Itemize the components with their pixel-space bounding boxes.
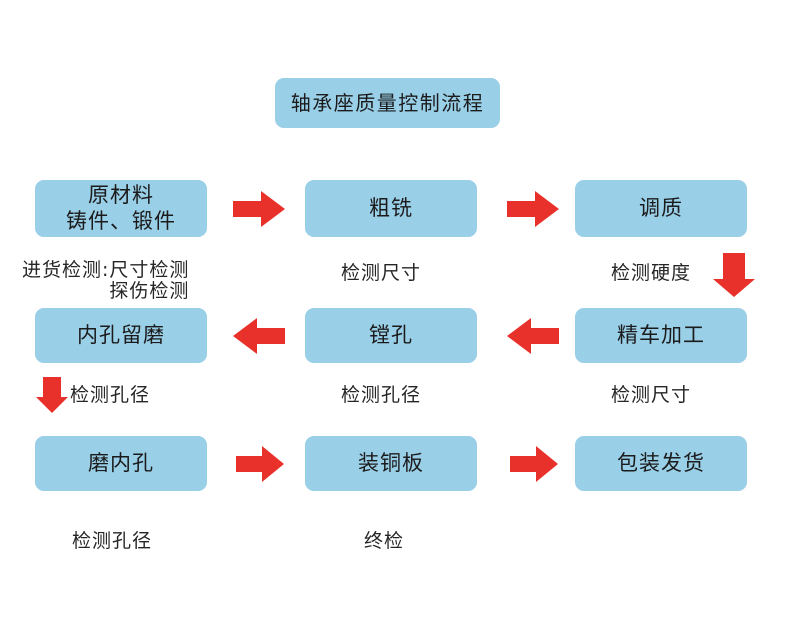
caption-incoming-inspection-line2: 探伤检测 [109, 279, 190, 302]
arrow-rough-to-temper [507, 191, 559, 227]
arrow-turning-to-boring [507, 318, 559, 354]
node-boring[interactable]: 镗孔 [305, 308, 477, 363]
node-rough-milling-label: 粗铣 [369, 195, 413, 220]
caption-incoming-inspection: 进货检测: 尺寸检测 探伤检测 [22, 255, 189, 301]
arrow-reserve-to-grind [36, 377, 68, 413]
node-boring-label: 镗孔 [369, 322, 413, 347]
node-pack-ship-label: 包装发货 [617, 450, 705, 475]
node-bore-reserve-grind[interactable]: 内孔留磨 [35, 308, 207, 363]
caption-incoming-inspection-prefix: 进货检测: [22, 259, 110, 281]
node-quench-temper[interactable]: 调质 [575, 180, 747, 237]
caption-check-hardness-text: 检测硬度 [611, 262, 692, 284]
diagram-title-box: 轴承座质量控制流程 [275, 78, 500, 128]
caption-check-dimension-1-text: 检测尺寸 [341, 262, 422, 284]
caption-check-dimension-2-text: 检测尺寸 [611, 384, 692, 406]
arrow-temper-to-turning [713, 253, 755, 297]
node-quench-temper-label: 调质 [639, 195, 683, 220]
node-raw-material-line2: 铸件、锻件 [66, 208, 176, 233]
caption-check-dimension-1: 检测尺寸 [341, 262, 421, 284]
caption-check-bore-1: 检测孔径 [70, 384, 150, 406]
caption-check-bore-3: 检测孔径 [72, 530, 152, 552]
arrow-boring-to-reserve [233, 318, 285, 354]
node-raw-material-line1: 原材料 [88, 182, 154, 207]
caption-check-bore-3-text: 检测孔径 [72, 530, 153, 552]
arrow-raw-to-rough [233, 191, 285, 227]
arrow-copper-to-pack [510, 446, 558, 482]
caption-check-bore-1-text: 检测孔径 [70, 384, 151, 406]
arrow-grind-to-copper [236, 446, 284, 482]
node-copper-plate-label: 装铜板 [358, 450, 424, 475]
node-copper-plate[interactable]: 装铜板 [305, 436, 477, 491]
node-grind-bore[interactable]: 磨内孔 [35, 436, 207, 491]
node-bore-reserve-grind-label: 内孔留磨 [77, 322, 165, 347]
caption-check-bore-2: 检测孔径 [341, 384, 421, 406]
node-grind-bore-label: 磨内孔 [88, 450, 154, 475]
caption-final-inspection-text: 终检 [364, 530, 405, 552]
node-pack-ship[interactable]: 包装发货 [575, 436, 747, 491]
caption-check-dimension-2: 检测尺寸 [611, 384, 691, 406]
node-finish-turning-label: 精车加工 [617, 322, 705, 347]
caption-incoming-inspection-line1: 尺寸检测 [109, 259, 190, 281]
node-raw-material-text: 原材料 铸件、锻件 [66, 183, 176, 234]
node-raw-material[interactable]: 原材料 铸件、锻件 [35, 180, 207, 237]
node-rough-milling[interactable]: 粗铣 [305, 180, 477, 237]
caption-check-hardness: 检测硬度 [611, 262, 691, 284]
caption-final-inspection: 终检 [364, 530, 404, 552]
caption-incoming-inspection-items: 尺寸检测 探伤检测 [109, 260, 189, 301]
node-finish-turning[interactable]: 精车加工 [575, 308, 747, 363]
diagram-title: 轴承座质量控制流程 [290, 90, 485, 115]
caption-check-bore-2-text: 检测孔径 [341, 384, 422, 406]
